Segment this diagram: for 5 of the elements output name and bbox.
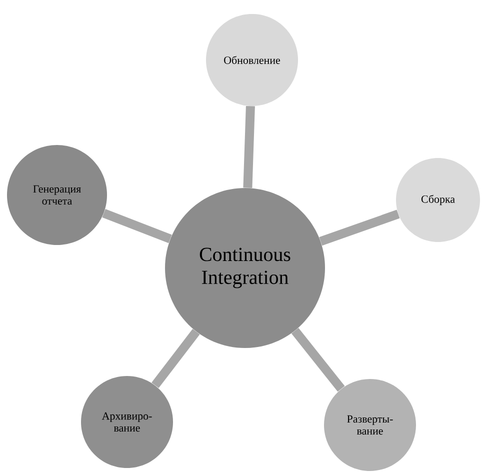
connector (243, 106, 255, 188)
connector (102, 208, 172, 244)
connector (319, 210, 400, 246)
connector (152, 328, 200, 388)
connector (291, 328, 345, 392)
